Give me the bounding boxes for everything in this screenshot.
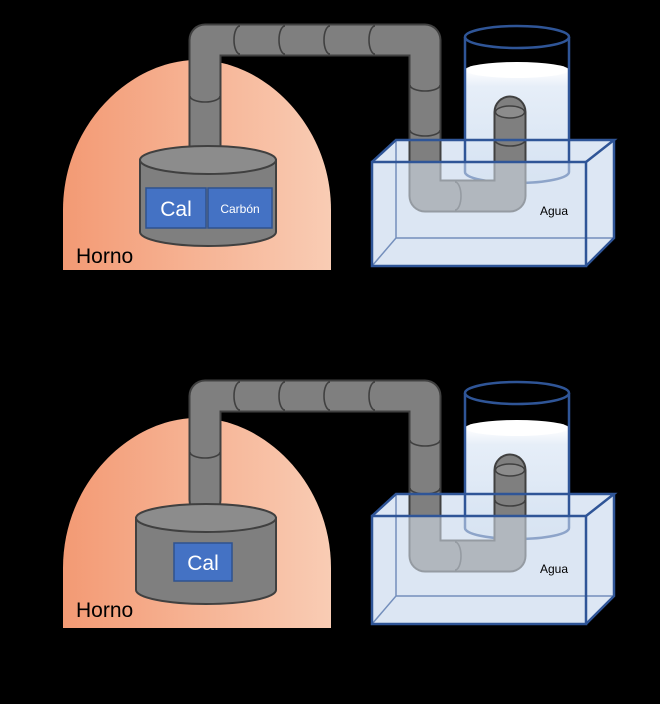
water-label: Agua [540, 562, 568, 576]
pipe-outlet [494, 463, 526, 477]
panel-carbon-and-lime: Horno [63, 23, 618, 270]
water-tank-front: Agua [370, 492, 618, 626]
water-surface [465, 420, 569, 436]
beaker-rim [463, 380, 571, 406]
tank-front-face [370, 514, 588, 626]
carbon-label: Carbón [220, 202, 259, 216]
water-surface [465, 62, 569, 78]
lime-label: Cal [187, 552, 219, 575]
water-label: Agua [540, 204, 568, 218]
carbon-box [207, 187, 273, 229]
lime-label: Cal [160, 198, 192, 221]
lime-box [173, 542, 233, 582]
furnace-label: Horno [76, 599, 133, 622]
lime-box [145, 187, 207, 229]
crucible: Cal Carbón [139, 145, 277, 247]
panel-lime-only: Horno [63, 379, 618, 628]
beaker-rim [463, 24, 571, 50]
furnace-label: Horno [76, 245, 133, 268]
crucible-lid [139, 145, 277, 175]
crucible-lid [135, 503, 277, 533]
pipe-outlet [494, 105, 526, 119]
water-tank-front: Agua [370, 138, 618, 268]
tank-front-face [370, 160, 588, 268]
crucible: Cal [135, 503, 277, 605]
